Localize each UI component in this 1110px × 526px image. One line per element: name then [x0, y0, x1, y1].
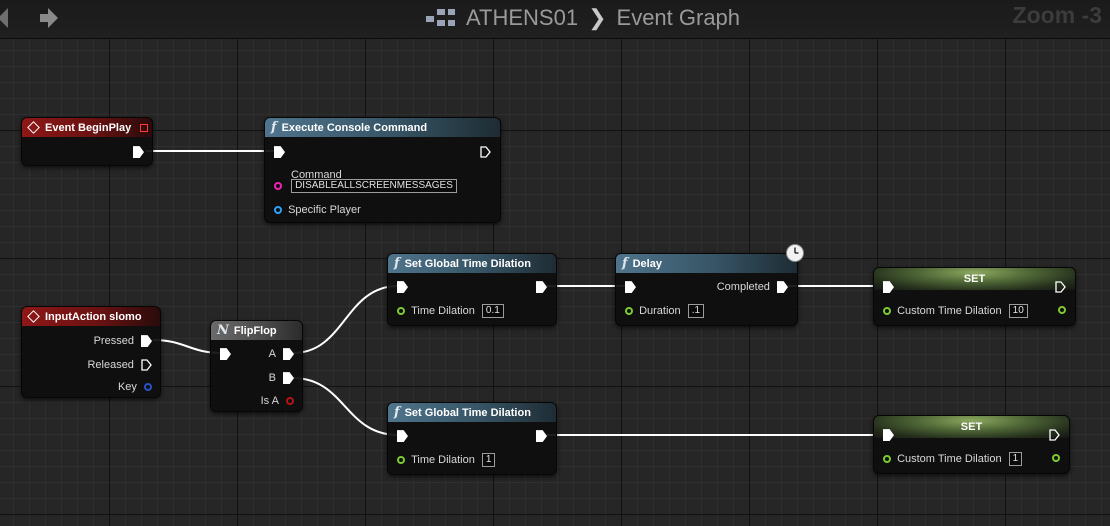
pressed-label: Pressed [93, 335, 134, 348]
command-pin[interactable]: DISABLEALLSCREENMESSAGES [274, 179, 457, 193]
b-pin[interactable]: B [268, 372, 294, 385]
node-set-global-time-dilation-1[interactable]: f Set Global Time Dilation Time Dilation… [387, 253, 557, 326]
time-dilation-label: Time Dilation [411, 305, 475, 317]
node-set-custom-time-dilation-1[interactable]: SET Custom Time Dilation 10 [873, 267, 1076, 326]
node-title: Set Global Time Dilation [404, 406, 531, 419]
completed-pin[interactable]: Completed [716, 281, 788, 294]
custom-time-dilation-input[interactable]: 1 [1008, 452, 1023, 466]
specific-player-pin[interactable]: Specific Player [274, 204, 361, 216]
wire-a-to-dilation1 [292, 285, 399, 354]
wire-b-to-dilation2 [292, 377, 399, 436]
function-icon: f [394, 256, 400, 271]
zoom-level: Zoom -3 [1012, 2, 1102, 28]
node-title: Delay [632, 257, 662, 270]
a-label: A [268, 348, 276, 361]
time-dilation-label: Time Dilation [411, 454, 475, 466]
breadcrumb: ATHENS01 ❯ Event Graph [424, 3, 740, 33]
exec-output-pin[interactable] [536, 281, 547, 294]
exec-input-pin[interactable] [625, 281, 636, 294]
clock-icon [786, 244, 804, 262]
exec-input-pin[interactable] [883, 281, 894, 294]
custom-time-dilation-pin[interactable]: Custom Time Dilation 1 [883, 452, 1023, 466]
node-title: SET [963, 273, 986, 285]
exec-output-pin[interactable] [536, 430, 547, 443]
duration-label: Duration [639, 305, 681, 317]
node-title: SET [960, 421, 983, 433]
back-arrow-icon[interactable] [0, 8, 8, 28]
completed-label: Completed [716, 281, 770, 294]
exec-output-pin[interactable] [480, 146, 491, 158]
is-a-pin[interactable]: Is A [261, 395, 294, 407]
value-output-pin[interactable] [1052, 452, 1060, 464]
time-dilation-pin[interactable]: Time Dilation 1 [397, 453, 496, 467]
specific-player-label: Specific Player [288, 204, 361, 217]
exec-output-pin[interactable] [1055, 281, 1066, 293]
key-pin[interactable]: Key [118, 381, 152, 393]
duration-input[interactable]: .1 [687, 304, 705, 318]
exec-input-pin[interactable] [397, 281, 408, 294]
node-event-beginplay[interactable]: Event BeginPlay [21, 117, 153, 166]
node-title: Set Global Time Dilation [404, 257, 531, 270]
command-label: Command [291, 169, 342, 181]
event-diamond-icon [27, 310, 40, 323]
node-flipflop[interactable]: N FlipFlop A B Is A [210, 320, 303, 412]
blueprint-graph-icon [426, 9, 455, 26]
value-output-pin[interactable] [1058, 304, 1066, 316]
custom-time-dilation-pin[interactable]: Custom Time Dilation 10 [883, 304, 1028, 318]
b-label: B [268, 372, 276, 385]
macro-icon: N [217, 323, 229, 338]
function-icon: f [394, 405, 400, 420]
chevron-right-icon: ❯ [588, 5, 607, 30]
node-execute-console-command[interactable]: f Execute Console Command Command DISABL… [264, 117, 501, 223]
pressed-pin[interactable]: Pressed [93, 335, 152, 348]
custom-time-dilation-label: Custom Time Dilation [897, 305, 1002, 317]
time-dilation-input[interactable]: 1 [481, 453, 496, 467]
node-set-global-time-dilation-2[interactable]: f Set Global Time Dilation Time Dilation… [387, 402, 557, 475]
graph-toolbar: ATHENS01 ❯ Event Graph Zoom -3 [0, 0, 1110, 39]
event-diamond-icon [27, 121, 40, 134]
exec-output-pin[interactable] [1049, 429, 1060, 441]
time-dilation-pin[interactable]: Time Dilation 0.1 [397, 304, 504, 318]
exec-output-pin[interactable] [133, 146, 144, 159]
exec-input-pin[interactable] [274, 146, 285, 159]
exec-input-pin[interactable] [220, 348, 231, 361]
node-title: Event BeginPlay [45, 121, 132, 134]
custom-time-dilation-input[interactable]: 10 [1008, 304, 1028, 318]
duration-pin[interactable]: Duration .1 [625, 304, 705, 318]
node-title: FlipFlop [233, 324, 277, 337]
command-input[interactable]: DISABLEALLSCREENMESSAGES [291, 179, 457, 193]
node-set-custom-time-dilation-2[interactable]: SET Custom Time Dilation 1 [873, 415, 1070, 474]
exec-input-pin[interactable] [397, 430, 408, 443]
node-title: InputAction slomo [45, 310, 142, 323]
forward-arrow-icon[interactable] [36, 6, 60, 30]
is-a-label: Is A [260, 395, 279, 408]
node-delay[interactable]: f Delay Completed Duration .1 [615, 253, 798, 326]
exec-input-pin[interactable] [883, 429, 894, 442]
breadcrumb-parent[interactable]: ATHENS01 [466, 5, 579, 30]
delegate-square-icon [140, 123, 149, 132]
a-pin[interactable]: A [268, 348, 294, 361]
time-dilation-input[interactable]: 0.1 [481, 304, 504, 318]
node-title: Execute Console Command [281, 121, 428, 134]
released-pin[interactable]: Released [87, 359, 152, 371]
breadcrumb-current: Event Graph [616, 5, 741, 30]
released-label: Released [87, 359, 134, 372]
function-icon: f [271, 120, 277, 135]
custom-time-dilation-label: Custom Time Dilation [897, 453, 1002, 465]
node-inputaction-slomo[interactable]: InputAction slomo Pressed Released Key [21, 306, 161, 398]
function-icon: f [622, 256, 628, 271]
key-label: Key [117, 381, 137, 394]
